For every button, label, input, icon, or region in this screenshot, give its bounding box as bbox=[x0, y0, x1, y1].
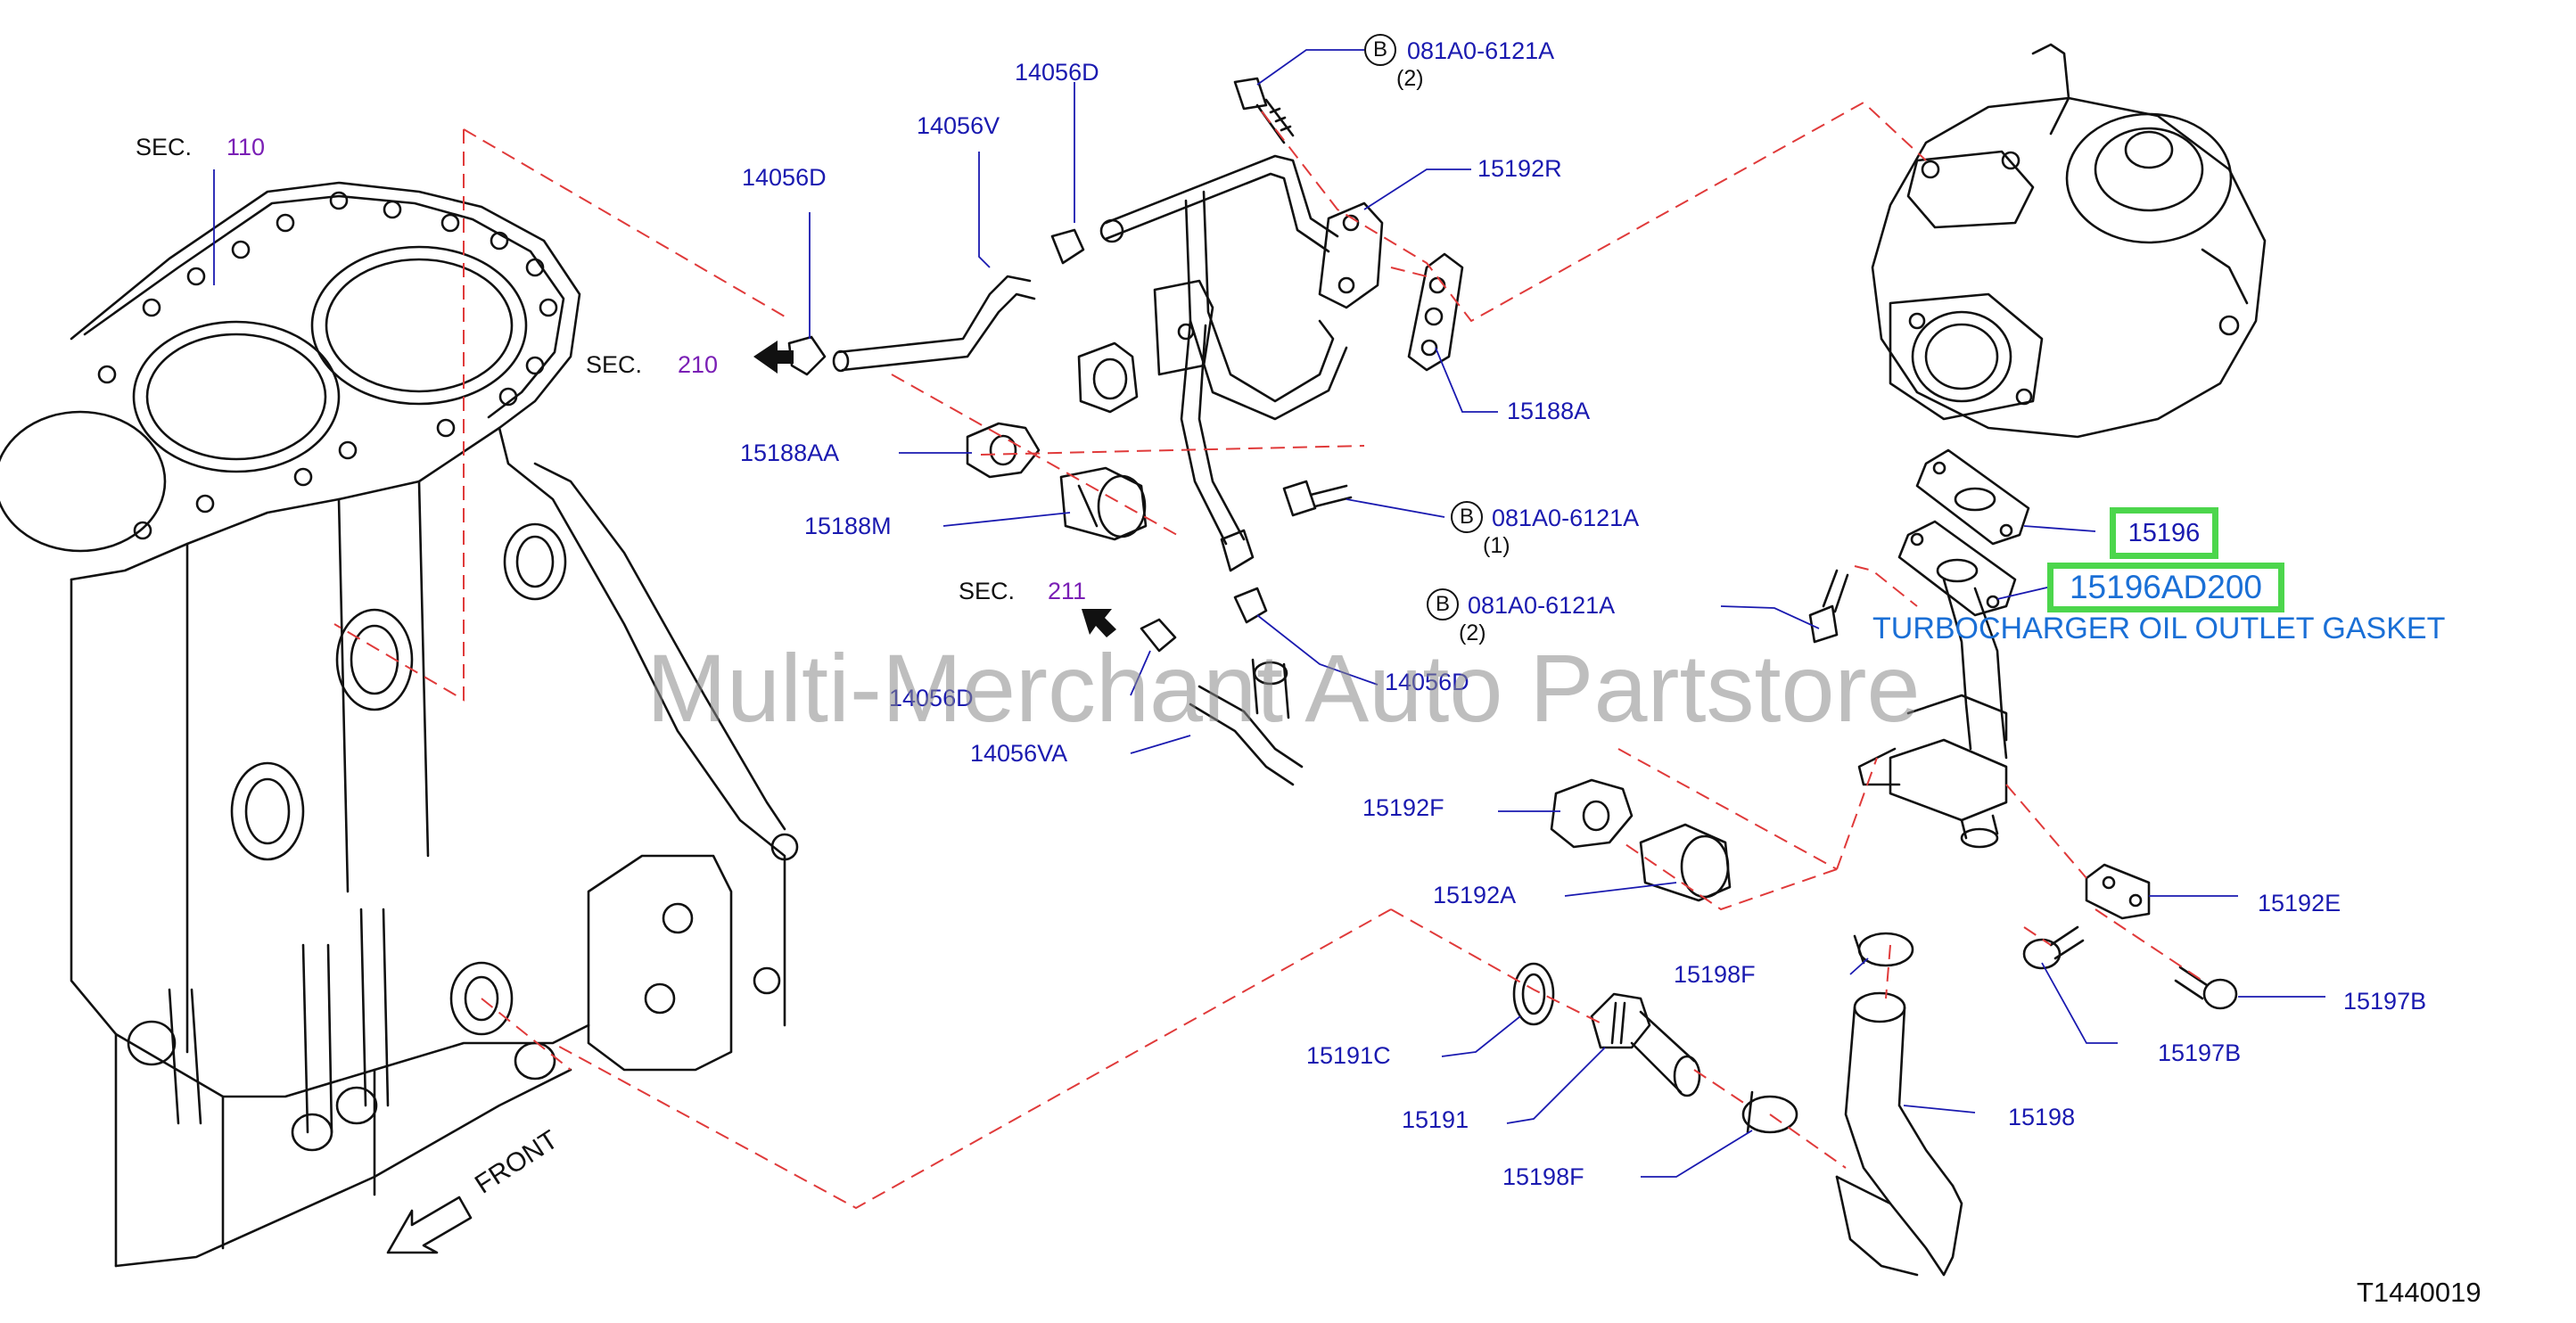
sec-211-word: SEC. bbox=[959, 578, 1016, 604]
oil-return-pipe-drawing bbox=[1857, 578, 2008, 849]
washer-15191C-drawing bbox=[1512, 962, 1555, 1026]
highlight-part-15196[interactable]: 15196 bbox=[2110, 507, 2218, 559]
drawing-id: T1440019 bbox=[2357, 1277, 2481, 1308]
bolt-ref-qty-2: (1) bbox=[1483, 533, 1510, 558]
connector-15191-drawing bbox=[1590, 992, 1701, 1097]
part-label-15192E[interactable]: 15192E bbox=[2258, 890, 2341, 916]
oil-feed-pipe-drawing bbox=[1077, 154, 1384, 572]
bolt-ref-circle-1: B bbox=[1364, 34, 1396, 66]
part-label-15188AA[interactable]: 15188AA bbox=[740, 440, 840, 466]
part-label-15197B-a[interactable]: 15197B bbox=[2158, 1040, 2242, 1066]
banjo-bolt-15192A-drawing bbox=[1639, 823, 1732, 902]
hose-15198-drawing bbox=[1835, 991, 1963, 1277]
part-label-15192F[interactable]: 15192F bbox=[1362, 794, 1444, 821]
part-label-15198[interactable]: 15198 bbox=[2008, 1104, 2076, 1130]
bolt-081A0-top-drawing bbox=[1233, 77, 1295, 144]
bolt-ref-qty-3: (2) bbox=[1459, 620, 1486, 645]
gasket-15197-drawing bbox=[1897, 520, 2017, 617]
sec-210-word: SEC. bbox=[586, 351, 643, 378]
part-label-15198F-top[interactable]: 15198F bbox=[1674, 961, 1756, 988]
part-label-15191[interactable]: 15191 bbox=[1402, 1106, 1469, 1133]
part-label-15188A[interactable]: 15188A bbox=[1507, 398, 1591, 424]
sec-110-word: SEC. bbox=[136, 134, 193, 160]
part-label-15192A[interactable]: 15192A bbox=[1433, 882, 1517, 908]
bolt-081A0-right-drawing bbox=[1808, 569, 1849, 644]
bolt-ref-circle-2: B bbox=[1451, 501, 1483, 533]
watermark: Multi-Merchant Auto Partstore bbox=[646, 634, 1921, 742]
sec-210-number[interactable]: 210 bbox=[678, 351, 719, 378]
turbocharger-drawing bbox=[1871, 43, 2267, 439]
bolt-15197B-b-drawing bbox=[2174, 966, 2238, 1010]
clamp-15198F-top-drawing bbox=[1853, 932, 1914, 967]
engine-block-drawing bbox=[0, 181, 799, 1268]
part-label-14056V[interactable]: 14056V bbox=[917, 112, 1000, 139]
bolt-081A0-mid-drawing bbox=[1282, 480, 1353, 517]
part-label-15198F-bottom[interactable]: 15198F bbox=[1502, 1163, 1584, 1190]
part-label-15197B-b[interactable]: 15197B bbox=[2343, 988, 2427, 1015]
bolt-ref-qty-1: (2) bbox=[1396, 66, 1424, 91]
part-label-15188M[interactable]: 15188M bbox=[804, 513, 892, 539]
highlight-part-15196AD200[interactable]: 15196AD200 bbox=[2047, 563, 2284, 612]
part-label-15192R[interactable]: 15192R bbox=[1477, 155, 1562, 182]
highlight-description: TURBOCHARGER OIL OUTLET GASKET bbox=[1872, 612, 2446, 645]
part-label-15191C[interactable]: 15191C bbox=[1306, 1042, 1391, 1069]
hose-14056V-drawing bbox=[787, 228, 1085, 376]
arrow-to-sec-210 bbox=[753, 341, 794, 374]
leader-lines bbox=[213, 49, 2325, 1178]
part-label-14056D-top[interactable]: 14056D bbox=[1015, 59, 1099, 86]
part-label-14056D-left[interactable]: 14056D bbox=[742, 164, 827, 191]
part-label-14056D-right[interactable]: 14056D bbox=[1385, 669, 1469, 695]
bolt-ref-circle-3: B bbox=[1427, 588, 1459, 620]
bolt-ref-part-3[interactable]: 081A0-6121A bbox=[1468, 592, 1616, 619]
part-label-14056VA[interactable]: 14056VA bbox=[970, 740, 1068, 767]
dashed-centerlines bbox=[333, 101, 2203, 1210]
bolt-15197B-a-drawing bbox=[2022, 925, 2085, 970]
front-arrow-icon bbox=[386, 1196, 473, 1254]
clamp-15198F-bottom-drawing bbox=[1741, 1090, 1798, 1134]
bolt-ref-part-2[interactable]: 081A0-6121A bbox=[1492, 505, 1640, 531]
sec-211-number[interactable]: 211 bbox=[1048, 578, 1087, 604]
sec-110-number[interactable]: 110 bbox=[226, 134, 266, 160]
washer-15192F-drawing bbox=[1550, 778, 1634, 849]
gasket-15196-drawing bbox=[1915, 448, 2030, 546]
banjo-bolt-15188M-drawing bbox=[1059, 466, 1148, 541]
bolt-ref-part-1[interactable]: 081A0-6121A bbox=[1407, 37, 1555, 64]
part-label-14056D-mid[interactable]: 14056D bbox=[889, 685, 974, 711]
gasket-15188A-drawing bbox=[1407, 252, 1464, 372]
hose-14056VA-drawing bbox=[1140, 587, 1304, 786]
bracket-15192E-drawing bbox=[2085, 863, 2151, 920]
washer-15188AA-drawing bbox=[966, 422, 1041, 479]
arrow-to-sec-211 bbox=[1082, 609, 1116, 637]
